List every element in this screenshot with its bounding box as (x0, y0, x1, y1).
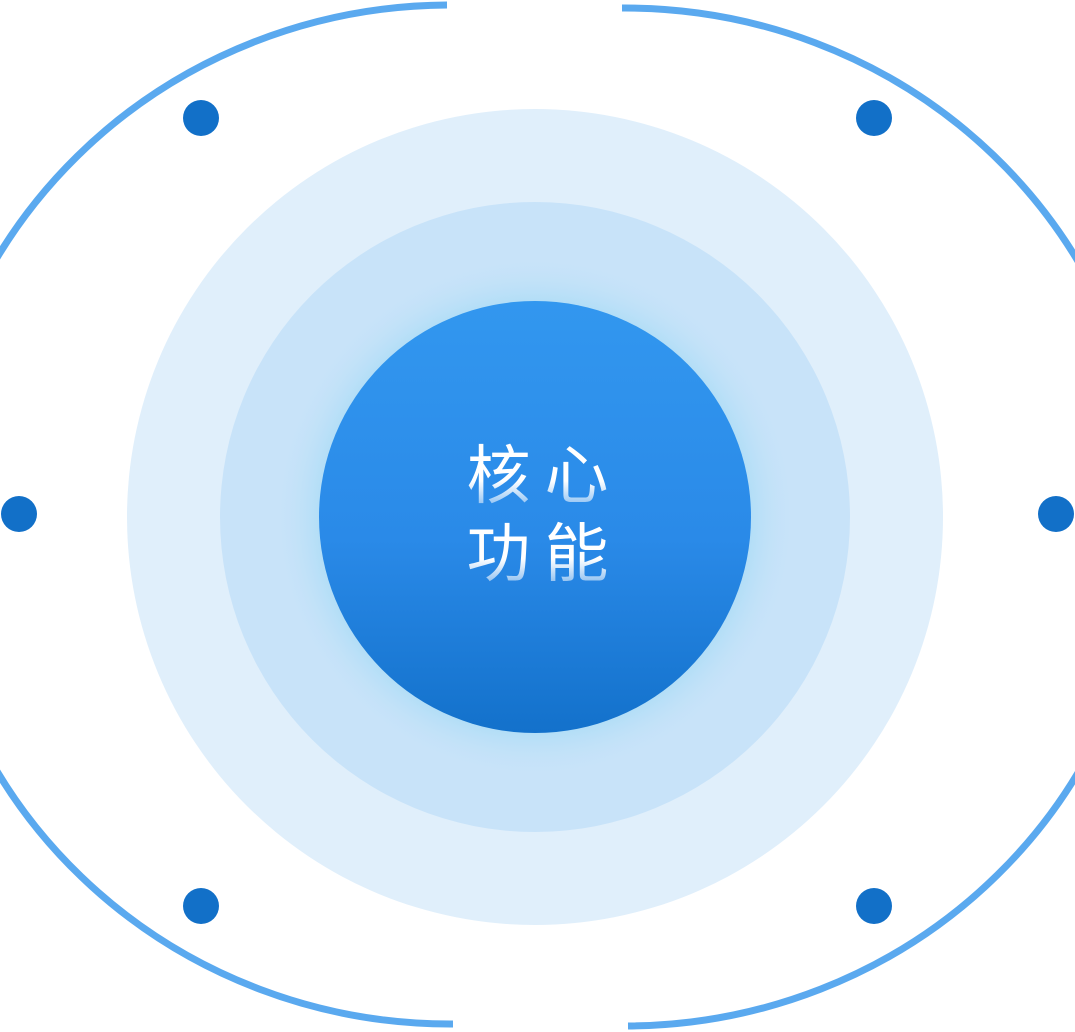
ring-node-bottom-left[interactable] (183, 888, 219, 924)
core-circle (319, 301, 751, 733)
ring-node-top-right[interactable] (856, 100, 892, 136)
outer-ring-right-arc (621, 4, 1075, 1030)
ring-node-top-left[interactable] (183, 100, 219, 136)
ring-node-bottom-right[interactable] (856, 888, 892, 924)
ring-node-left[interactable] (1, 496, 37, 532)
ring-node-right[interactable] (1038, 496, 1074, 532)
outer-ring-left-arc (0, 1, 454, 1028)
